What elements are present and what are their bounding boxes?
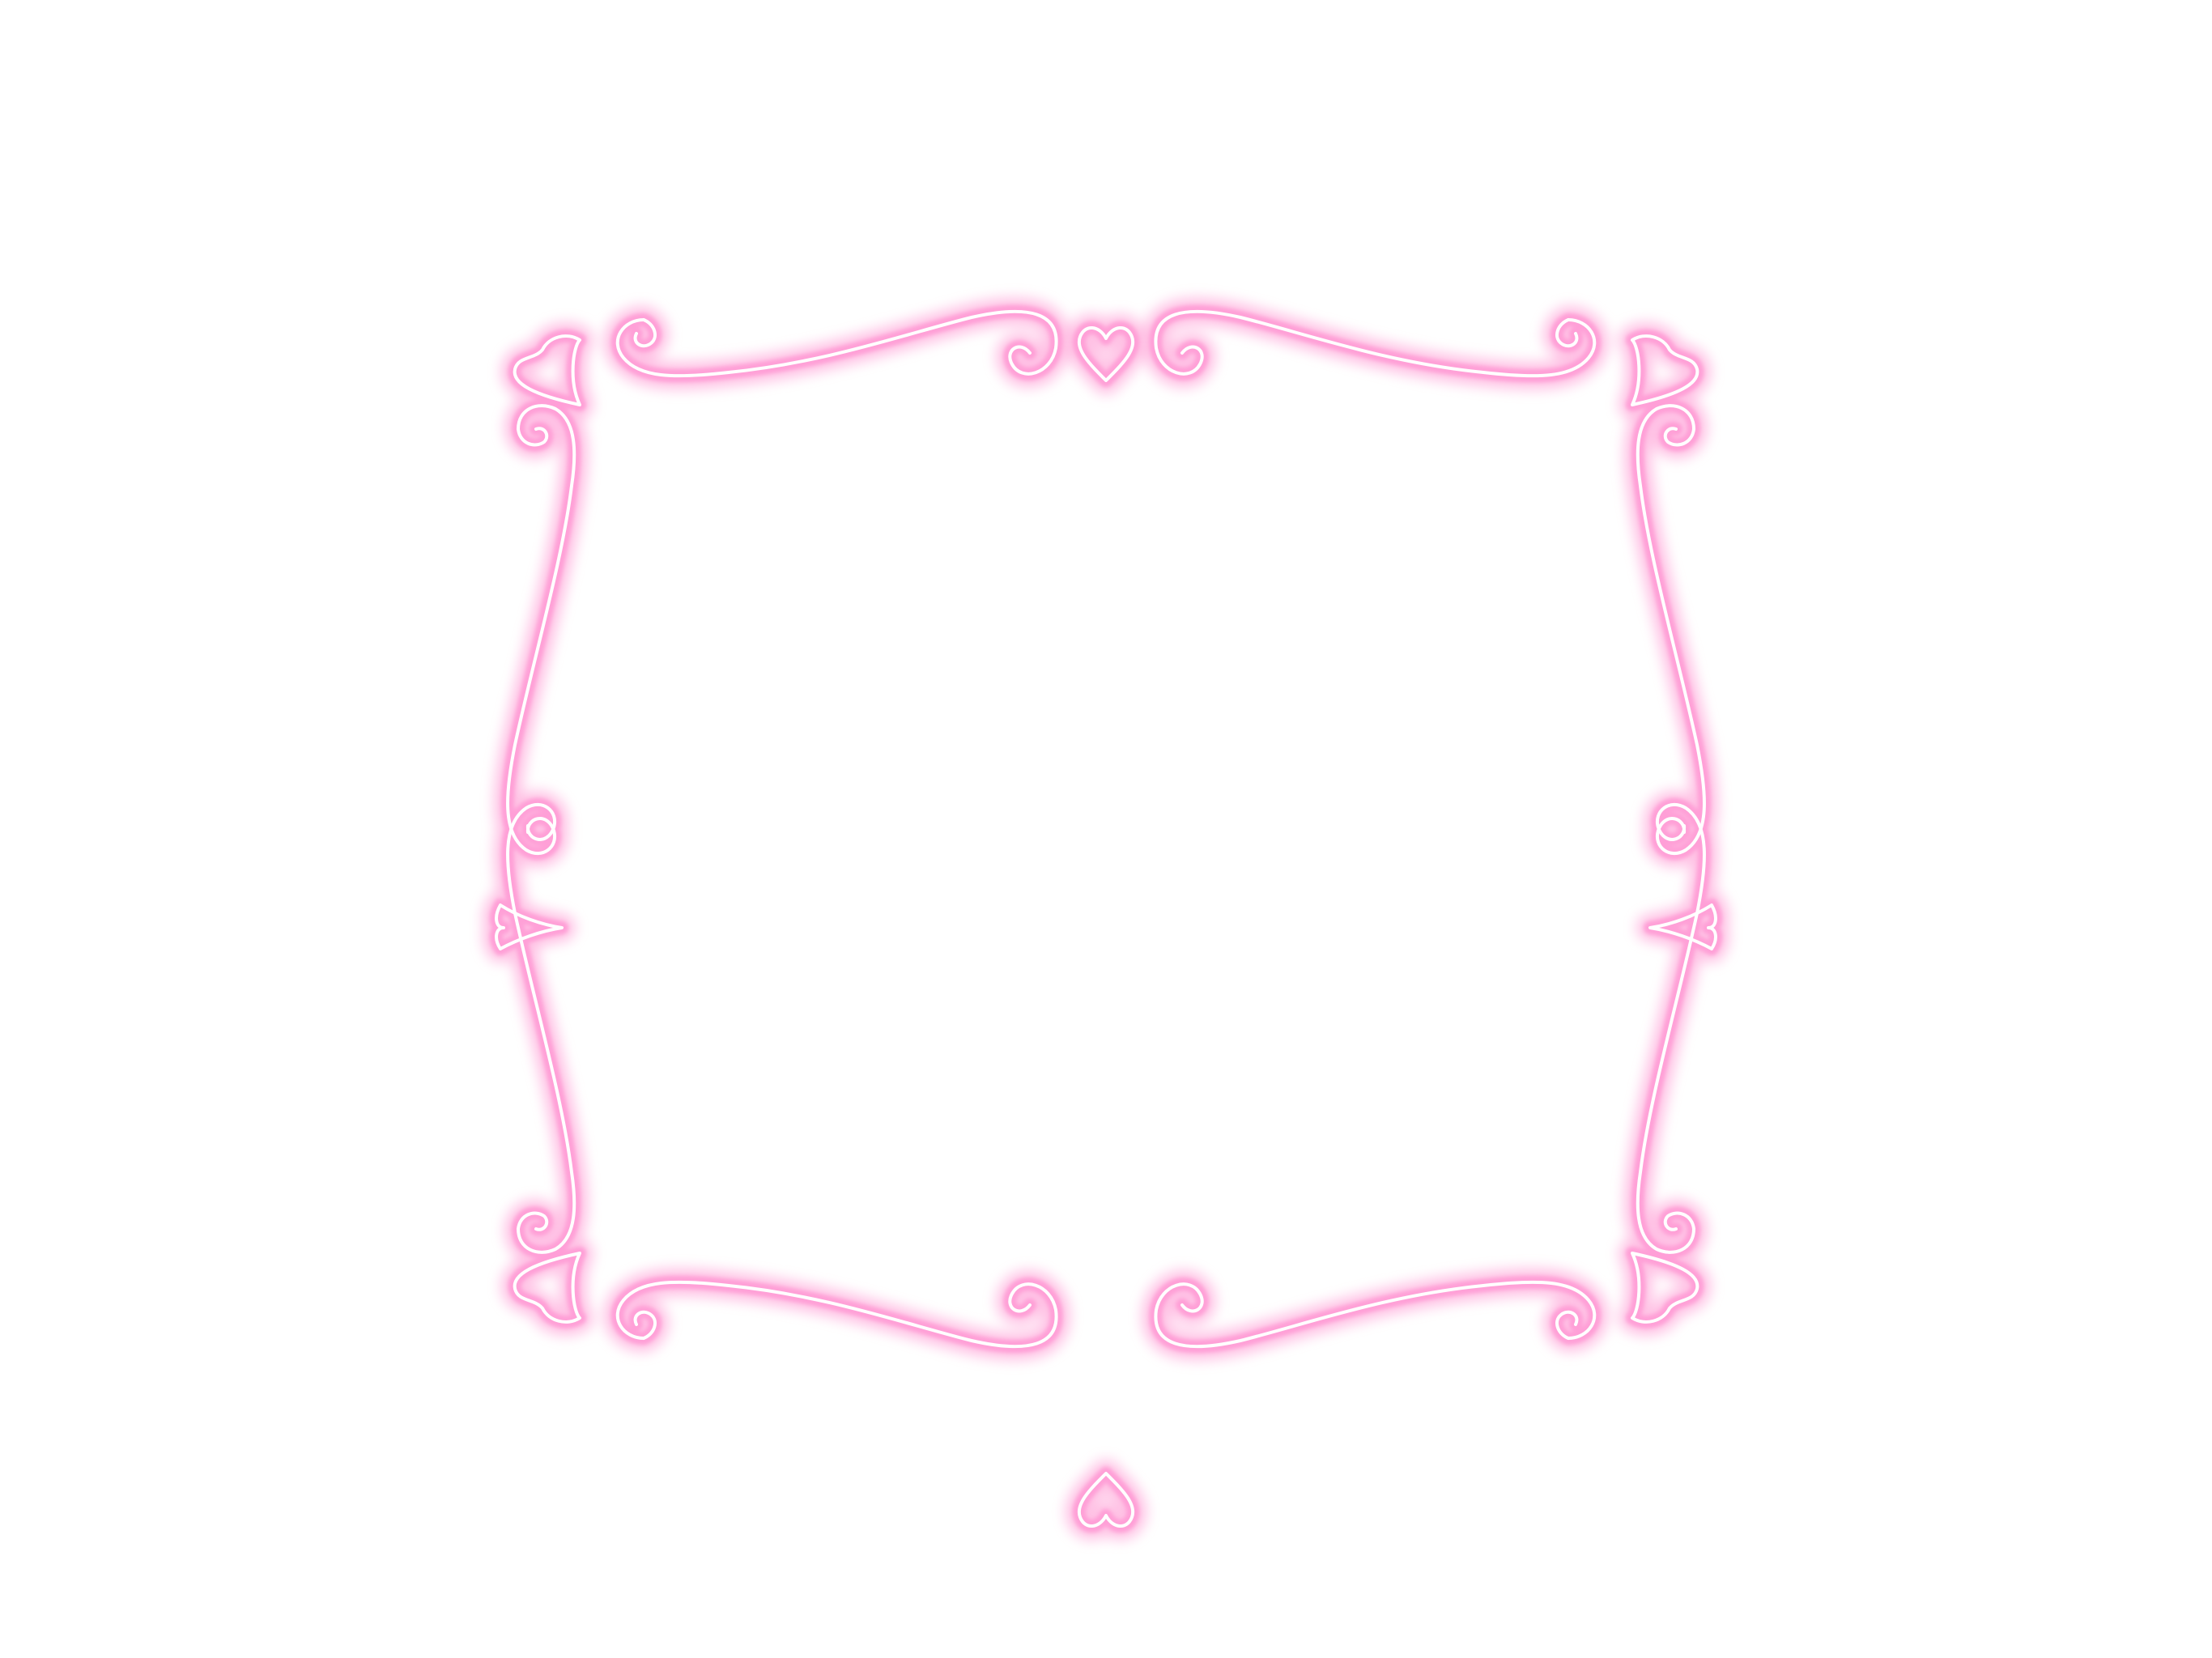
- neon-scroll-frame: [0, 0, 2212, 1658]
- neon-frame-canvas: [0, 0, 2212, 1658]
